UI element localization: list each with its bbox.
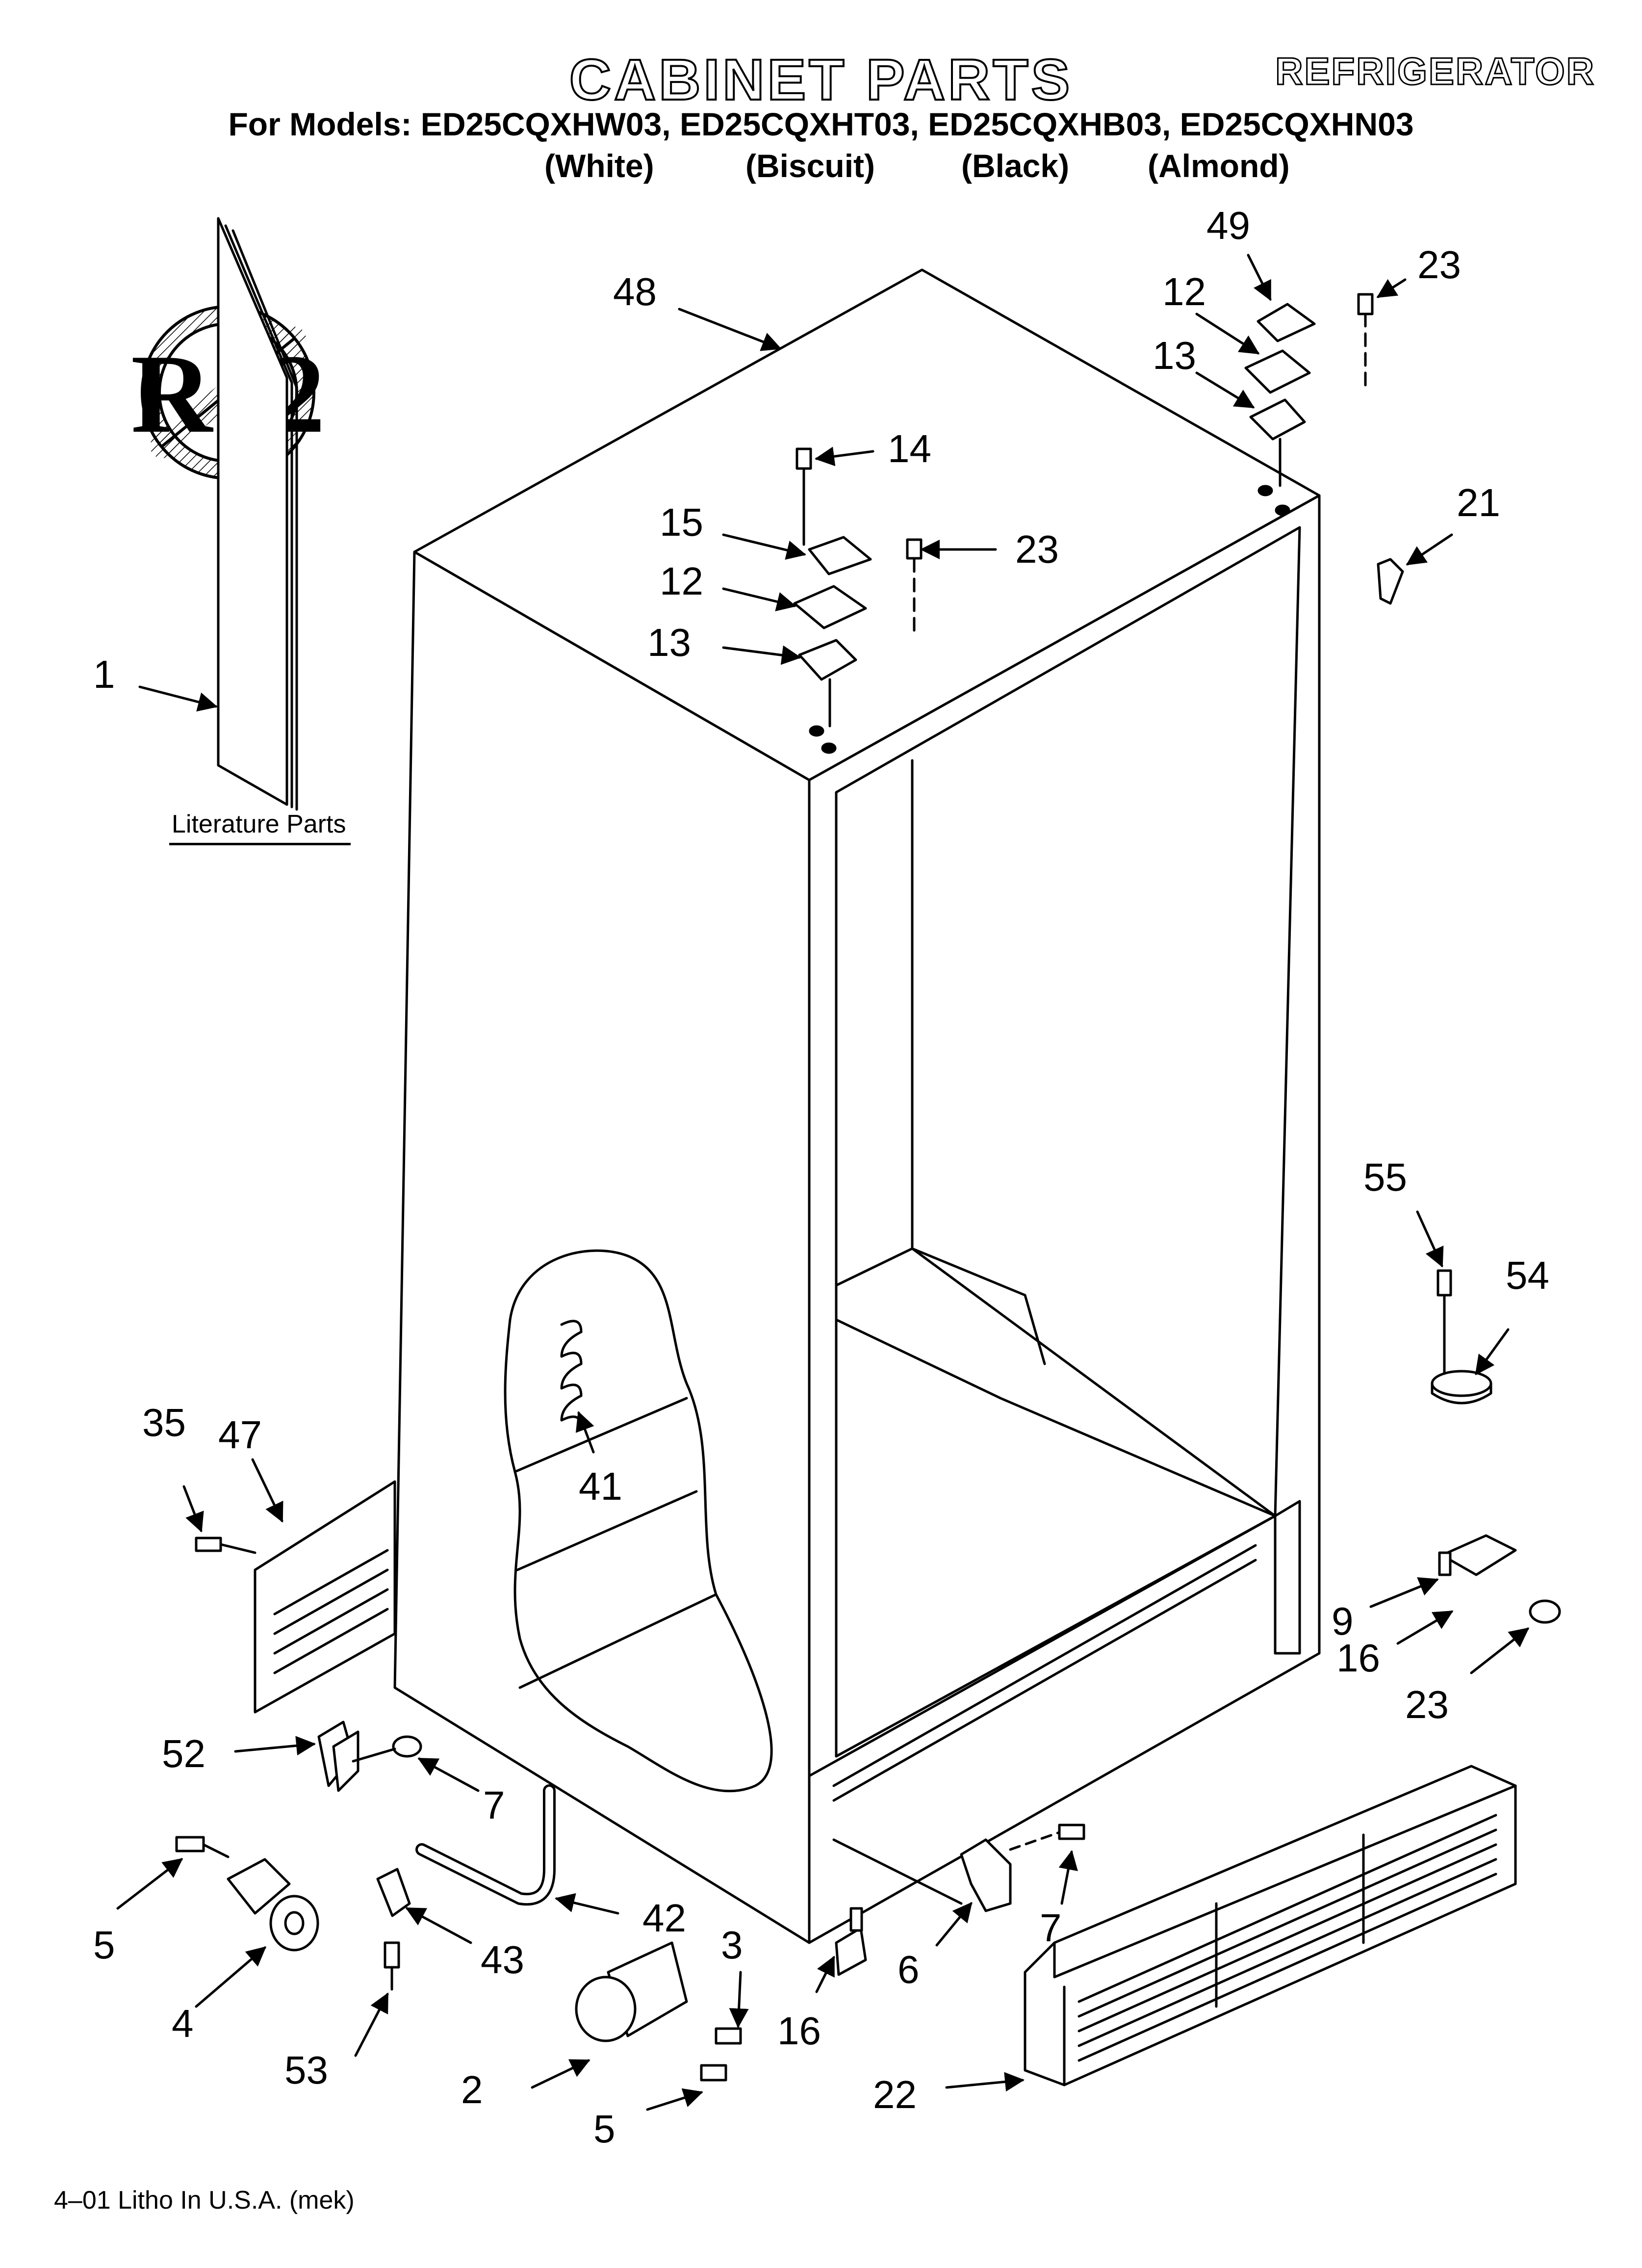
literature-parts-label: Literature Parts bbox=[172, 810, 346, 838]
callout-23-bottom-right: 23 bbox=[1405, 1683, 1449, 1726]
literature-booklet bbox=[217, 217, 298, 811]
callout-55: 55 bbox=[1363, 1155, 1407, 1199]
callout-5-left: 5 bbox=[93, 1923, 115, 1967]
rear-vent-panel bbox=[195, 1480, 396, 1714]
callout-23-top-right: 23 bbox=[1417, 243, 1461, 287]
callout-12-top-right: 12 bbox=[1162, 270, 1206, 313]
callout-13-top-center: 13 bbox=[647, 621, 691, 664]
leader-arrows bbox=[116, 254, 1530, 2111]
callout-12-top-center: 12 bbox=[660, 559, 703, 603]
callout-52: 52 bbox=[162, 1732, 205, 1775]
callout-53: 53 bbox=[284, 2048, 328, 2092]
color-biscuit: (Biscuit) bbox=[745, 148, 875, 184]
page-title: CABINET PARTS bbox=[568, 47, 1073, 113]
color-white: (White) bbox=[544, 148, 654, 184]
callout-49: 49 bbox=[1206, 204, 1250, 247]
callout-16-right: 16 bbox=[1336, 1636, 1380, 1680]
part-21 bbox=[1377, 558, 1404, 605]
callout-35: 35 bbox=[142, 1401, 186, 1444]
callout-7-right: 7 bbox=[1040, 1906, 1062, 1950]
callout-23-top-center: 23 bbox=[1015, 527, 1059, 571]
color-almond: (Almond) bbox=[1148, 148, 1290, 184]
toe-grille bbox=[1024, 1765, 1517, 2086]
front-roller-assembly bbox=[575, 1941, 742, 2082]
callout-7-left: 7 bbox=[483, 1783, 505, 1827]
appliance-type: REFRIGERATOR bbox=[1275, 49, 1595, 94]
bracket-52 bbox=[317, 1721, 422, 1792]
part-16 bbox=[835, 1907, 867, 1976]
color-black: (Black) bbox=[961, 148, 1070, 184]
callout-54: 54 bbox=[1506, 1253, 1549, 1297]
callout-13-top-right: 13 bbox=[1153, 334, 1196, 377]
callout-41: 41 bbox=[579, 1464, 622, 1508]
callout-14: 14 bbox=[888, 427, 931, 470]
callout-5-bottom: 5 bbox=[593, 2107, 616, 2151]
right-leveling-bracket bbox=[1438, 1534, 1561, 1624]
refrigerator-cabinet bbox=[393, 268, 1321, 1944]
callout-47: 47 bbox=[218, 1413, 262, 1457]
callout-4: 4 bbox=[172, 2002, 194, 2045]
roller-assembly bbox=[175, 1836, 319, 1952]
callout-16-bottom: 16 bbox=[777, 2009, 821, 2053]
top-right-hinge-assembly bbox=[1244, 293, 1374, 487]
callout-43: 43 bbox=[481, 1938, 524, 1981]
callout-1: 1 bbox=[93, 652, 115, 696]
bracket-54 bbox=[1431, 1269, 1492, 1405]
callout-2: 2 bbox=[461, 2068, 483, 2112]
callout-22: 22 bbox=[873, 2073, 917, 2116]
print-footer: 4–01 Litho In U.S.A. (mek) bbox=[54, 2186, 355, 2215]
top-left-hinge-assembly bbox=[793, 447, 923, 728]
callout-48: 48 bbox=[613, 270, 657, 313]
coil-part bbox=[560, 1320, 583, 1429]
callout-6: 6 bbox=[898, 1948, 920, 1991]
callout-9: 9 bbox=[1332, 1599, 1354, 1643]
callout-21: 21 bbox=[1457, 481, 1500, 524]
water-tube bbox=[376, 1784, 556, 1917]
callout-15: 15 bbox=[660, 500, 703, 544]
screw-53 bbox=[384, 1941, 400, 1991]
part-6-bracket bbox=[832, 1824, 1085, 1912]
literature-underline bbox=[169, 843, 351, 845]
callout-42: 42 bbox=[642, 1896, 686, 1940]
callout-3: 3 bbox=[721, 1923, 743, 1967]
models-line: For Models: ED25CQXHW03, ED25CQXHT03, ED… bbox=[228, 106, 1414, 142]
